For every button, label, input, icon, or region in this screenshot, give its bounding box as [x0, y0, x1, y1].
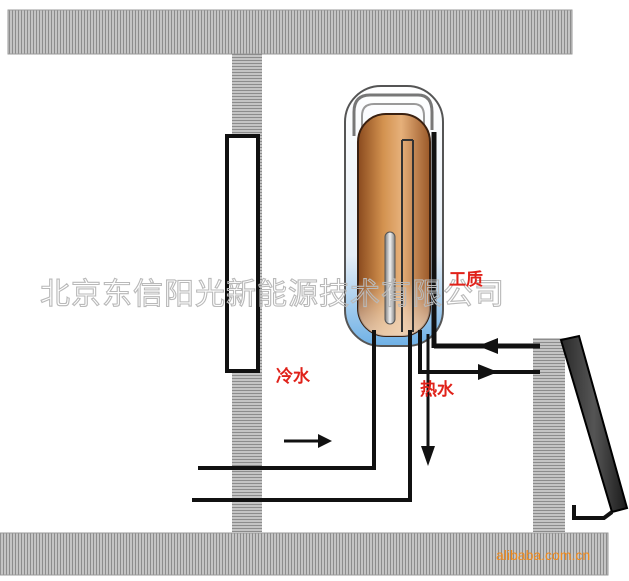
hot-outlet-arrow — [421, 446, 435, 466]
solar-collector — [559, 334, 629, 520]
cold-water-pipe — [198, 330, 376, 470]
site-watermark: alibaba.com.cn — [496, 547, 590, 563]
label-hot-water: 热水 — [420, 379, 455, 400]
cold-inflow-arrow — [284, 434, 332, 448]
watermark-text: 北京东信阳光新能源技术有限公司 — [40, 277, 505, 312]
bottom-floor — [0, 532, 609, 576]
indoor-panel — [225, 134, 260, 373]
hot-flow-arrow — [478, 364, 498, 380]
hot-water-pipe — [192, 330, 412, 502]
top-wall — [7, 9, 573, 55]
working-fluid-arrow — [478, 338, 498, 354]
water-tank — [344, 85, 444, 348]
right-column — [533, 338, 565, 533]
label-working-fluid: 工质 — [449, 270, 483, 290]
hot-flow-pipe — [418, 330, 540, 374]
heating-rod — [384, 231, 396, 325]
label-cold-water: 冷水 — [276, 366, 311, 387]
